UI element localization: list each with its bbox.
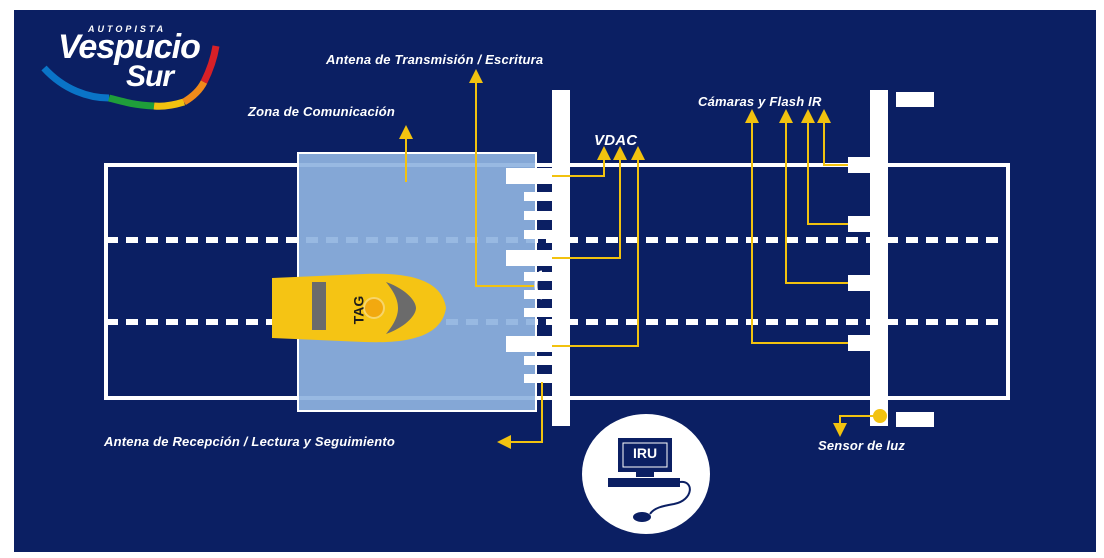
logo-small-text: AUTOPISTA bbox=[88, 24, 167, 34]
logo-swoosh bbox=[41, 45, 220, 110]
gantry-cap-bottom bbox=[896, 412, 934, 427]
label-antena-transmision: Antena de Transmisión / Escritura bbox=[326, 52, 544, 67]
diagram-graphics bbox=[41, 45, 1010, 534]
gantry-cap-top bbox=[896, 92, 934, 107]
annotation-lines bbox=[399, 69, 880, 449]
diagram-canvas: AUTOPISTA Vespucio Sur Antena de Transmi… bbox=[14, 10, 1096, 552]
label-vdac: VDAC bbox=[594, 132, 638, 149]
label-zona-comunicacion: Zona de Comunicación bbox=[248, 104, 396, 119]
logo-line-2: Sur bbox=[126, 60, 174, 93]
camera-blocks bbox=[848, 157, 870, 351]
antenna-blocks bbox=[506, 168, 552, 383]
computer-icon bbox=[608, 438, 691, 522]
gantry-cameras bbox=[870, 90, 888, 426]
label-antena-recepcion: Antena de Recepción / Lectura y Seguimie… bbox=[104, 434, 396, 449]
tag-label: TAG bbox=[350, 295, 367, 325]
iru-label: IRU bbox=[632, 445, 658, 461]
car bbox=[272, 273, 446, 343]
label-sensor-luz: Sensor de luz bbox=[818, 438, 906, 453]
antenna-bracket bbox=[534, 270, 543, 300]
label-camaras: Cámaras y Flash IR bbox=[698, 94, 822, 109]
logo-line-1: Vespucio bbox=[58, 28, 201, 66]
